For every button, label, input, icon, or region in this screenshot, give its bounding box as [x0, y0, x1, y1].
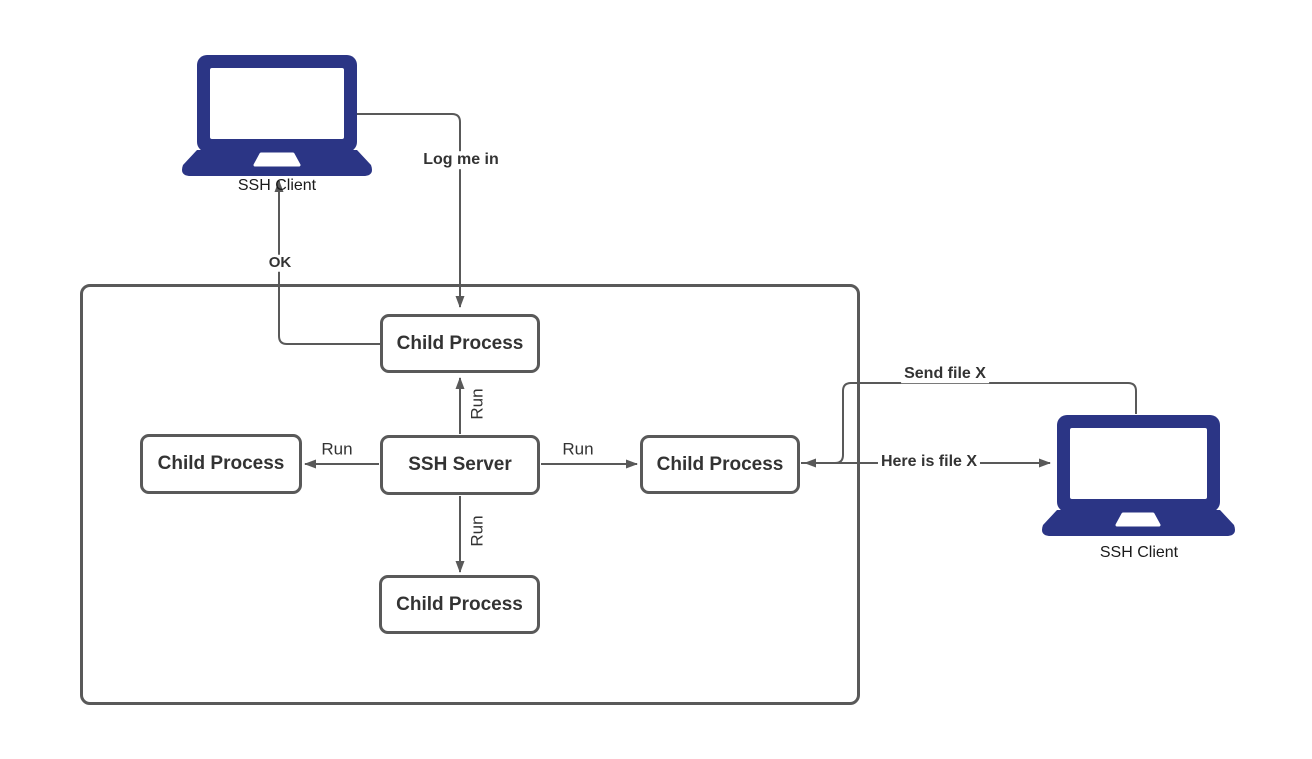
edge-label-run-left: Run [318, 440, 356, 460]
laptop-icon [1042, 415, 1235, 536]
edge-label-ok: OK [265, 254, 295, 272]
ssh-client-label-left: SSH Client [237, 177, 317, 194]
edge-ok [274, 180, 380, 345]
server-boundary-box [80, 284, 860, 705]
edge-label-run-right: Run [559, 440, 597, 460]
ssh-client-label-right: SSH Client [1099, 544, 1179, 561]
edge-log-me-in [357, 113, 465, 308]
edge-label-run-top: Run [468, 385, 488, 423]
node-ssh-server: SSH Server [380, 435, 540, 495]
laptop-icon [182, 55, 372, 176]
node-child-process-right: Child Process [640, 435, 800, 494]
node-child-process-left: Child Process [140, 434, 302, 494]
node-child-process-top: Child Process [380, 314, 540, 373]
edge-label-run-bottom: Run [468, 512, 488, 550]
edge-label-here-is-file: Here is file X [877, 453, 981, 471]
edge-label-log-me-in: Log me in [420, 151, 502, 169]
edge-label-send-file: Send file X [901, 365, 989, 383]
edge-send-file [804, 382, 1137, 468]
node-child-process-bottom: Child Process [379, 575, 540, 634]
